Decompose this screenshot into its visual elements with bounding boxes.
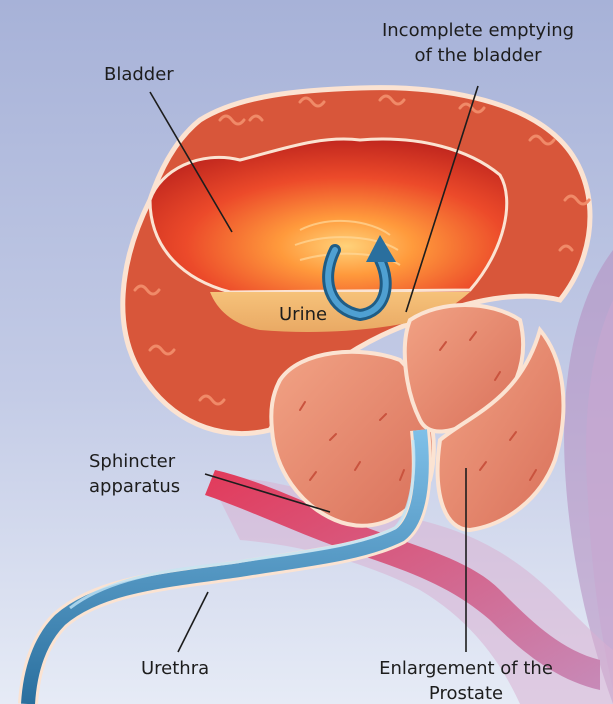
- incomplete-emptying-label: Incomplete emptying of the bladder: [363, 18, 593, 68]
- prostate-texture: [299, 331, 537, 481]
- sphincter-line1: Sphincter: [89, 451, 176, 472]
- bladder-label: Bladder: [104, 64, 174, 85]
- leader-lines: [149, 85, 479, 653]
- prostate-line1: Enlargement of the: [379, 658, 553, 679]
- incomplete-emptying-line1: Incomplete emptying: [381, 20, 575, 41]
- bladder-wall-texture: [133, 94, 591, 406]
- arrow-head: [366, 235, 396, 262]
- bladder-cavity: [148, 137, 509, 294]
- blood-vessel: [205, 470, 600, 690]
- prostate-line2: Prostate: [428, 683, 504, 704]
- urine-label: Urine: [279, 304, 328, 325]
- urethra-tube: [21, 429, 429, 704]
- prostate-lobe-right: [435, 325, 566, 533]
- sphincter-apparatus-label: Sphincter apparatus: [89, 449, 180, 499]
- incomplete-emptying-line2: of the bladder: [414, 45, 542, 66]
- urethra-label: Urethra: [141, 658, 210, 679]
- prostate-enlargement-label: Enlargement of the Prostate: [355, 656, 577, 704]
- sphincter-line2: apparatus: [89, 476, 181, 497]
